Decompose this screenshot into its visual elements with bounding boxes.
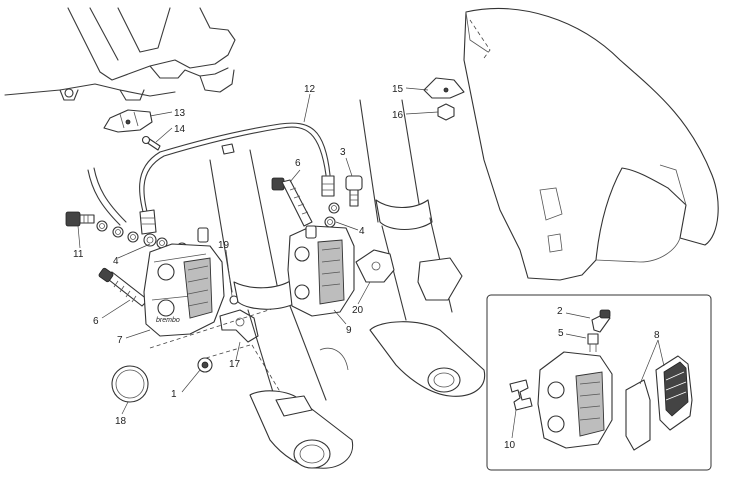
alignment-lines bbox=[149, 299, 301, 396]
leader-lines bbox=[77, 87, 665, 439]
washers-4-right bbox=[324, 202, 340, 228]
bracket-20 bbox=[355, 249, 395, 283]
callout-6-left: 6 bbox=[93, 316, 99, 327]
banjo-bolt-11 bbox=[65, 211, 95, 227]
nut-16 bbox=[437, 103, 455, 121]
bolt-3 bbox=[345, 175, 363, 207]
callout-5: 5 bbox=[558, 328, 564, 339]
front-mudguard bbox=[463, 8, 719, 281]
callout-12: 12 bbox=[304, 84, 316, 95]
bracket-17 bbox=[219, 309, 259, 343]
cap-18 bbox=[111, 365, 149, 403]
callout-19: 19 bbox=[218, 240, 230, 251]
spacer-1 bbox=[197, 357, 213, 373]
callout-8: 8 bbox=[654, 330, 660, 341]
callout-17: 17 bbox=[229, 359, 241, 370]
wire-left bbox=[87, 167, 127, 226]
caliper-bolt-6-right bbox=[271, 177, 313, 227]
screw-14 bbox=[141, 135, 161, 151]
callout-13: 13 bbox=[174, 108, 186, 119]
brake-caliper-7: brembo bbox=[143, 227, 225, 337]
svg-text:brembo: brembo bbox=[156, 317, 180, 324]
callout-18: 18 bbox=[115, 416, 127, 427]
bracket-15 bbox=[423, 77, 465, 99]
fork-leg-right bbox=[359, 99, 486, 397]
brake-caliper-9 bbox=[287, 225, 355, 317]
bracket-13 bbox=[103, 109, 153, 133]
callout-9: 9 bbox=[346, 325, 352, 336]
callout-4-left: 4 bbox=[113, 256, 119, 267]
callout-labels: 1 2 3 4 4 5 6 6 7 8 9 10 11 12 13 14 15 … bbox=[73, 84, 660, 451]
pad-detail-inset bbox=[486, 294, 712, 471]
callout-4-right: 4 bbox=[359, 226, 365, 237]
callout-16: 16 bbox=[392, 110, 404, 121]
callout-7: 7 bbox=[117, 335, 123, 346]
callout-10: 10 bbox=[504, 440, 516, 451]
callout-2: 2 bbox=[557, 306, 563, 317]
frame-structure bbox=[4, 7, 236, 101]
brake-hose-12 bbox=[139, 122, 335, 247]
callout-11: 11 bbox=[73, 249, 84, 260]
caliper-bolt-6-left bbox=[98, 267, 149, 307]
callout-15: 15 bbox=[392, 84, 404, 95]
callout-6-right: 6 bbox=[295, 158, 301, 169]
callout-20: 20 bbox=[352, 305, 364, 316]
callout-3: 3 bbox=[340, 147, 346, 158]
callout-14: 14 bbox=[174, 124, 186, 135]
callout-1: 1 bbox=[171, 389, 177, 400]
